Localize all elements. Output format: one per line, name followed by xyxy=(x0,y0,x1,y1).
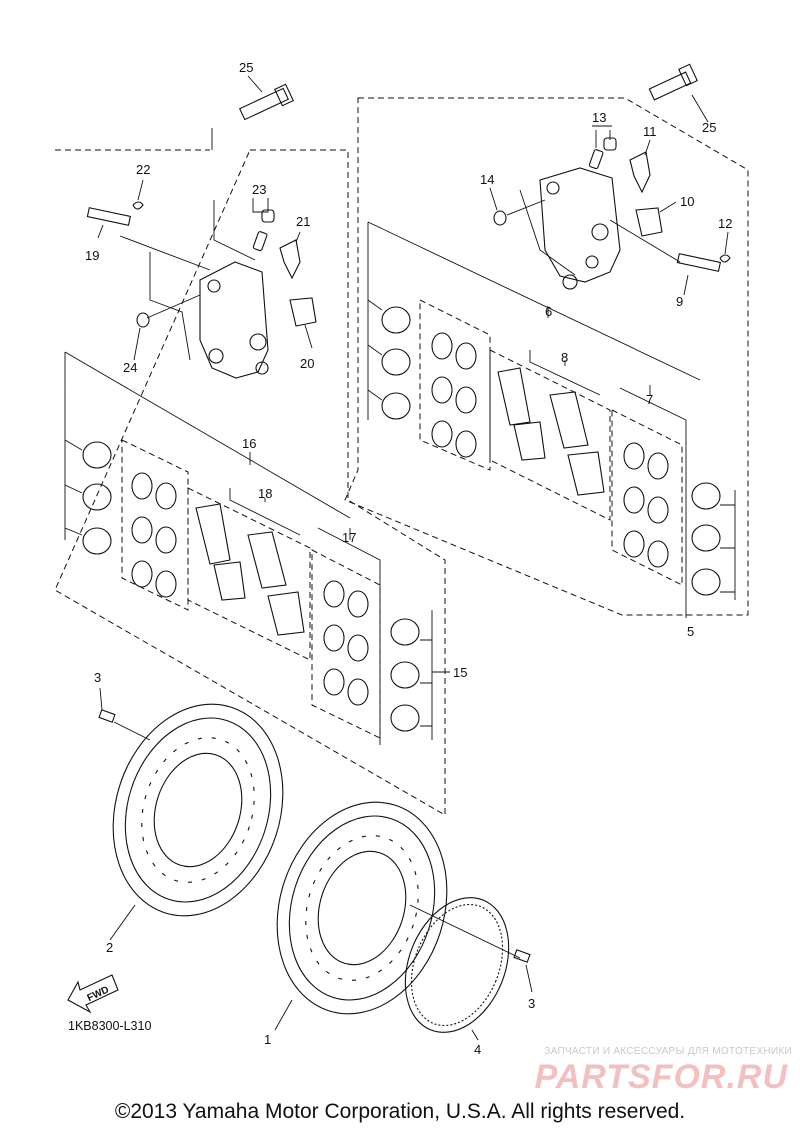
disc-bolt-right xyxy=(513,949,531,963)
sensor-rotor-ring xyxy=(404,897,510,1033)
group-outline-right xyxy=(344,97,749,616)
pads-left xyxy=(195,503,305,636)
pads-right xyxy=(497,367,605,496)
disc-bolt-left xyxy=(98,709,116,723)
callout-16: 16 xyxy=(242,436,256,451)
callout-2: 2 xyxy=(106,940,113,955)
callout-24: 24 xyxy=(123,360,137,375)
cap-right xyxy=(493,210,507,226)
pistons-right-lower xyxy=(691,482,721,596)
brake-disc-left xyxy=(112,703,284,917)
seal-group-left xyxy=(121,439,189,611)
bolt-left xyxy=(238,83,294,121)
caliper-left xyxy=(199,261,269,379)
pad-plate-left xyxy=(289,297,317,327)
pin-left xyxy=(86,207,132,226)
callout-12: 12 xyxy=(718,216,732,231)
pad-spring-right xyxy=(629,151,651,194)
callout-17: 17 xyxy=(342,530,356,545)
pad-group-right xyxy=(489,349,611,521)
callout-18: 18 xyxy=(258,486,272,501)
clip-left xyxy=(132,201,144,210)
callout-25-left: 25 xyxy=(239,60,253,75)
callout-23: 23 xyxy=(252,182,266,197)
watermark-tagline: ЗАПЧАСТИ И АКСЕССУАРЫ ДЛЯ МОТОТЕХНИКИ xyxy=(544,1046,792,1057)
callout-9: 9 xyxy=(676,294,683,309)
callout-3-upper: 3 xyxy=(94,670,101,685)
pistons-left-lower xyxy=(390,618,420,732)
callout-7: 7 xyxy=(646,392,653,407)
callout-6: 6 xyxy=(545,304,552,319)
callout-5: 5 xyxy=(687,624,694,639)
pistons-left-upper xyxy=(82,441,112,555)
callout-8: 8 xyxy=(561,350,568,365)
callout-3-lower: 3 xyxy=(528,996,535,1011)
callout-10: 10 xyxy=(680,194,694,209)
callout-19: 19 xyxy=(85,248,99,263)
callout-22: 22 xyxy=(136,162,150,177)
seal-group-left-lower xyxy=(311,549,381,739)
seals-right-lower xyxy=(623,442,669,568)
clip-right xyxy=(719,254,731,263)
callout-15: 15 xyxy=(453,665,467,680)
pad-plate-right xyxy=(635,207,663,237)
bleed-screw-right xyxy=(588,149,604,170)
pad-spring-left xyxy=(279,239,301,280)
group-outline-left xyxy=(54,149,446,816)
cap-left xyxy=(136,312,150,328)
brake-disc-right xyxy=(276,801,448,1015)
pin-right xyxy=(676,253,722,272)
watermark-logo: PARTSFOR.RU xyxy=(534,1058,788,1096)
callout-13: 13 xyxy=(592,110,606,125)
callout-21: 21 xyxy=(296,214,310,229)
pistons-right-upper xyxy=(381,306,411,420)
forward-arrow-icon xyxy=(67,974,119,1014)
seals-left-lower xyxy=(323,580,369,706)
callout-14: 14 xyxy=(480,172,494,187)
seals-left-upper xyxy=(131,472,177,598)
caliper-right xyxy=(539,167,621,290)
seals-right-upper xyxy=(431,332,477,458)
bolt-right xyxy=(648,63,698,101)
callout-4: 4 xyxy=(474,1042,481,1057)
seal-group-right xyxy=(419,299,491,471)
callout-20: 20 xyxy=(300,356,314,371)
seal-group-right-lower xyxy=(611,409,683,586)
callout-1: 1 xyxy=(264,1032,271,1047)
callout-11: 11 xyxy=(643,124,657,139)
bleed-screw-left xyxy=(252,231,268,252)
copyright-notice: ©2013 Yamaha Motor Corporation, U.S.A. A… xyxy=(114,1100,686,1123)
callout-25-right: 25 xyxy=(702,120,716,135)
diagram-code: 1KB8300-L310 xyxy=(68,1019,151,1033)
pad-group-left xyxy=(187,487,311,661)
fwd-label: FWD xyxy=(86,984,111,1004)
